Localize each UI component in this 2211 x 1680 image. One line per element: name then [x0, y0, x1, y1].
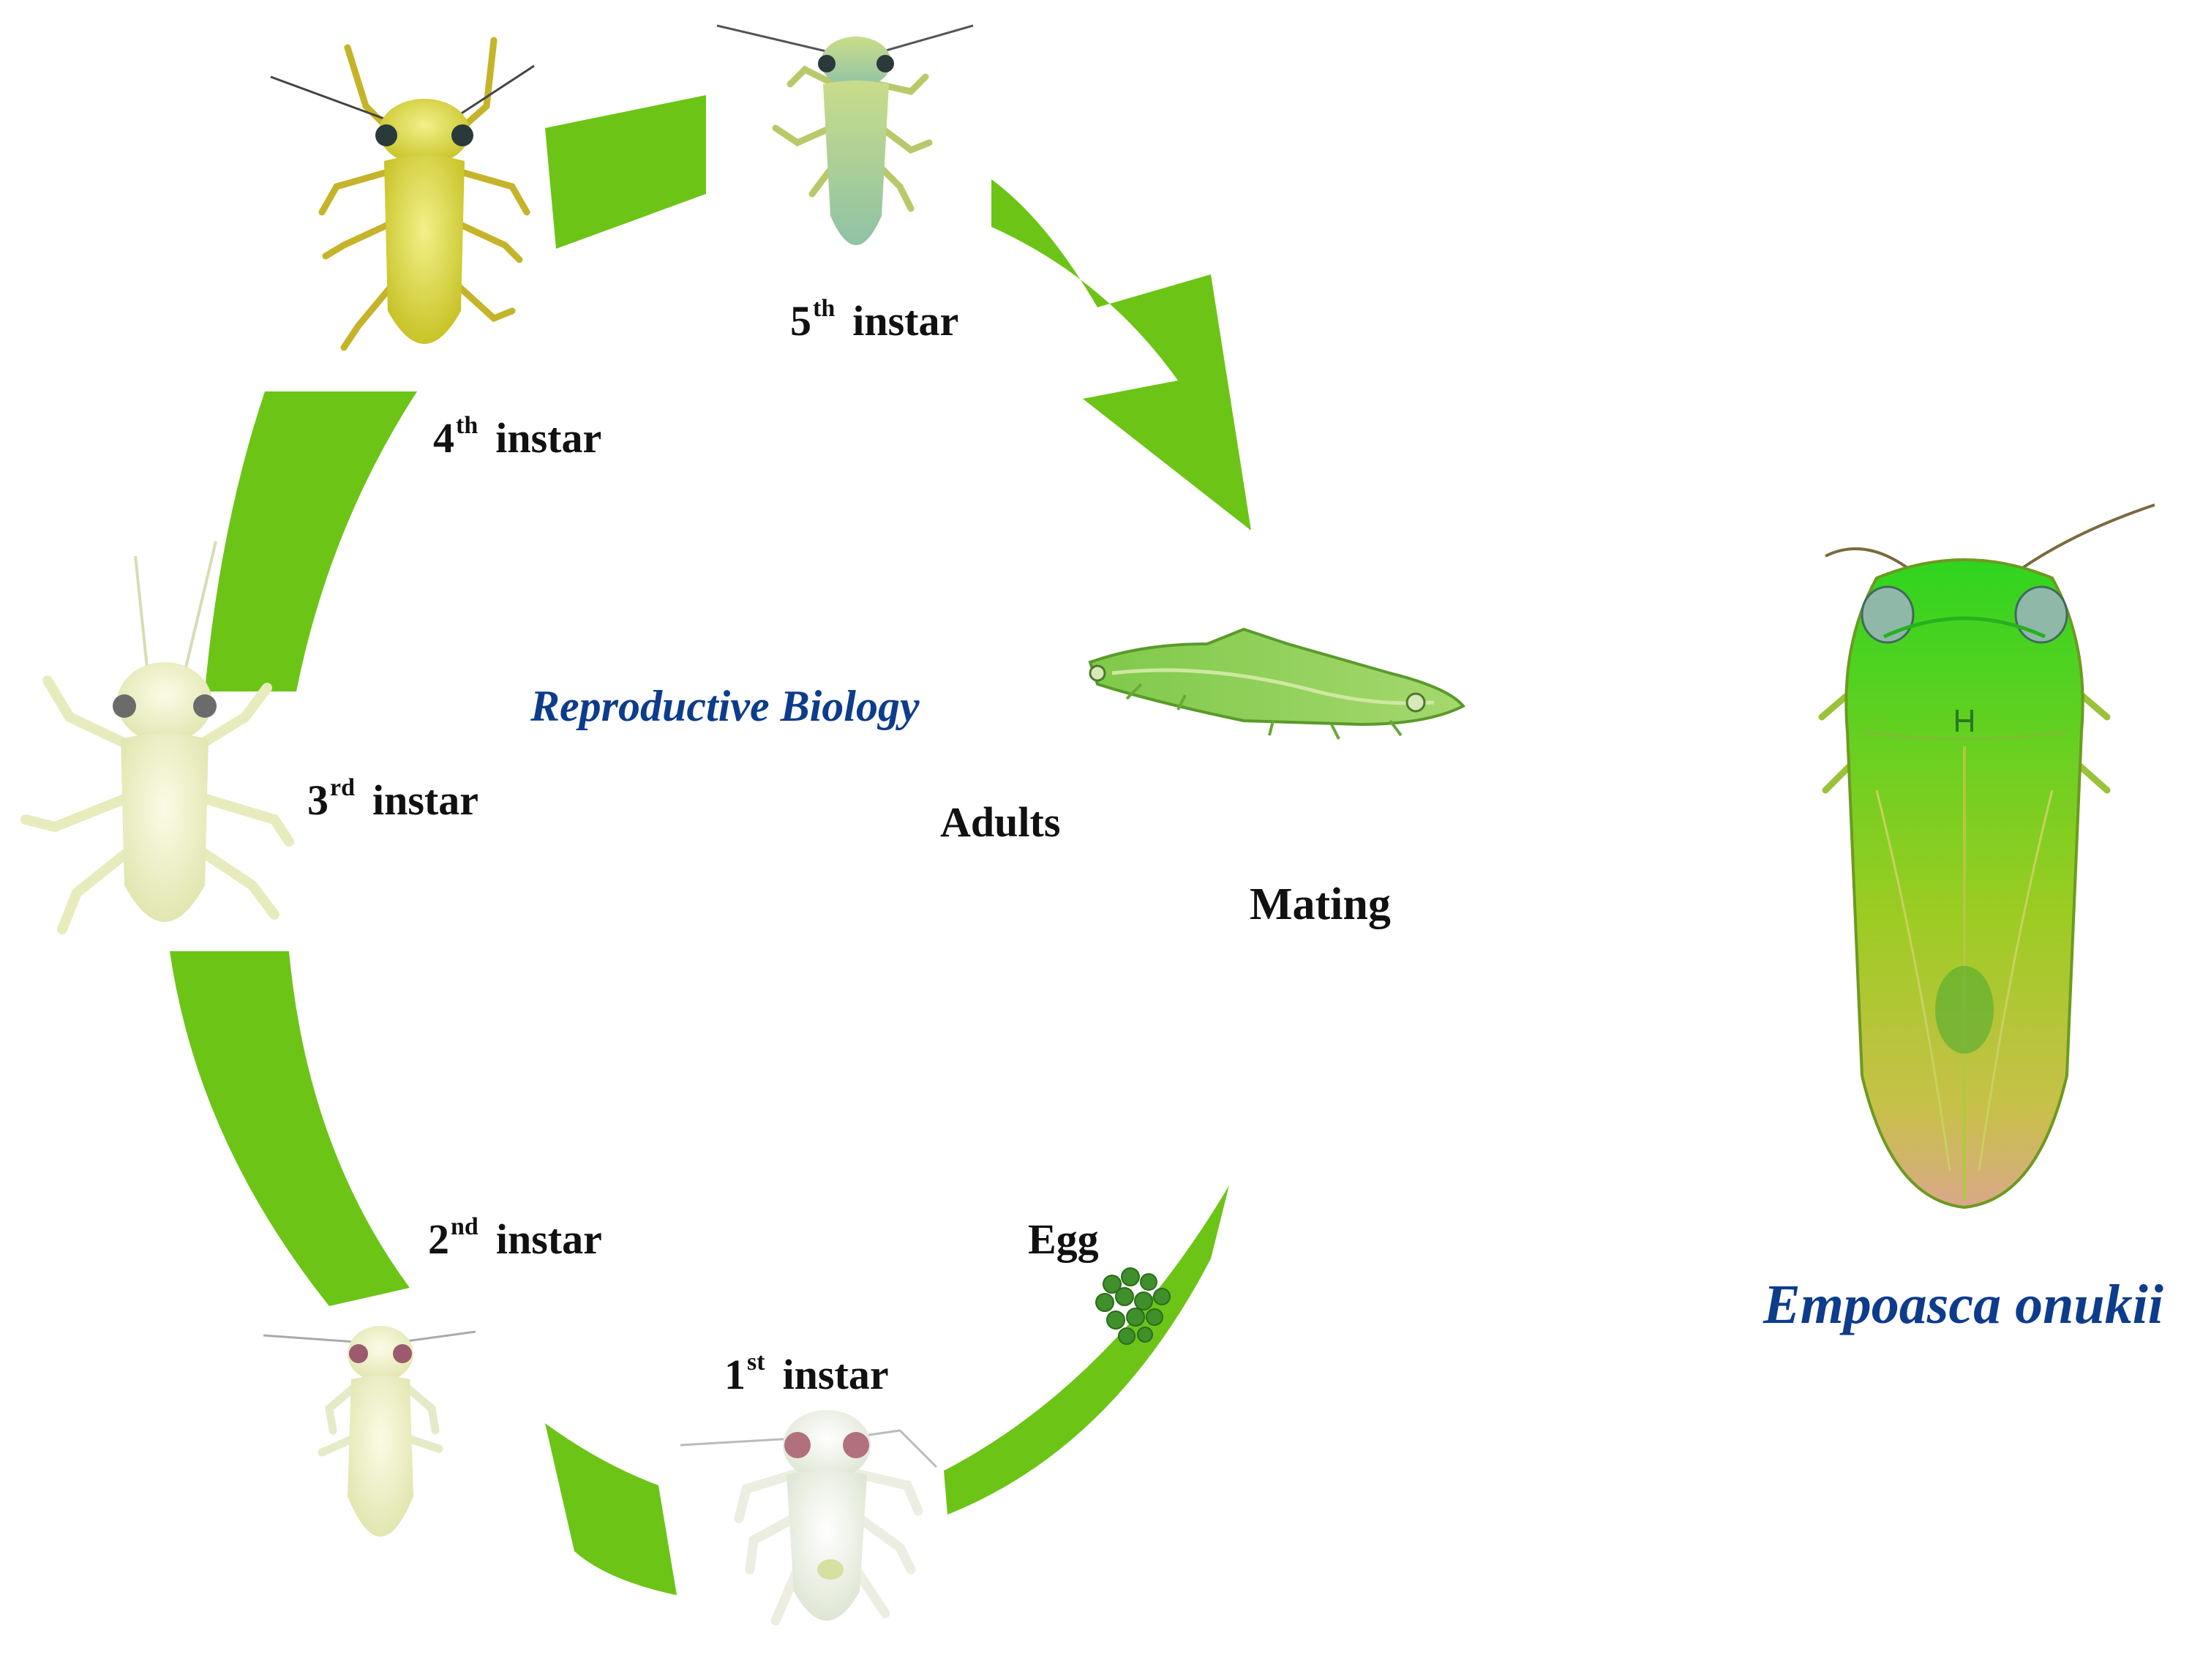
nymph-5th-instar: [716, 24, 974, 245]
arc-segment-bottom: [545, 1423, 677, 1595]
label-4th-instar-number: 4: [433, 414, 454, 462]
nymph-2nd-instar: [263, 1326, 476, 1537]
label-5th-instar-number: 5: [790, 297, 811, 345]
label-1st-instar-number: 1: [724, 1351, 746, 1398]
label-3rd-instar-number: 3: [307, 776, 329, 824]
label-1st-instar-suffix: st: [747, 1349, 765, 1376]
arc-segment-left-upper: [205, 391, 417, 691]
cycle-arcs: [170, 95, 1251, 1595]
nymph-4th-instar: [270, 37, 535, 351]
arc-segment-bottom-right: [944, 1185, 1229, 1515]
label-2nd-instar-number: 2: [428, 1215, 449, 1263]
label-2nd-instar-suffix: nd: [451, 1213, 478, 1240]
label-3rd-instar-suffix: rd: [330, 774, 355, 801]
label-5th-instar-suffix: th: [813, 295, 836, 322]
label-4th-instar-word: instar: [495, 414, 602, 462]
label-5th-instar: 5th instar: [790, 296, 958, 342]
label-2nd-instar-word: instar: [495, 1215, 602, 1263]
arc-arrow-segment: [991, 179, 1251, 530]
label-3rd-instar-word: instar: [372, 776, 478, 824]
egg-cluster: [1095, 1267, 1171, 1345]
label-egg: Egg: [1028, 1215, 1099, 1263]
adult-empoasca-image: [1818, 503, 2155, 1210]
label-mating: Mating: [1250, 880, 1391, 929]
label-adults: Adults: [940, 798, 1061, 846]
label-1st-instar: 1st instar: [724, 1350, 889, 1396]
arc-segment-top: [545, 95, 706, 249]
label-4th-instar-suffix: th: [456, 412, 478, 439]
nymph-1st-instar: [680, 1410, 938, 1626]
species-name: Empoasca onukii: [1763, 1274, 2163, 1335]
nymph-3rd-instar: [20, 541, 294, 934]
center-title: Reproductive Biology: [530, 682, 920, 730]
label-4th-instar: 4th instar: [433, 413, 601, 460]
label-3rd-instar: 3rd instar: [307, 776, 478, 822]
arc-segment-left-lower: [170, 951, 410, 1306]
label-1st-instar-word: instar: [782, 1351, 889, 1398]
mating-adults-image: [1088, 627, 1466, 740]
label-5th-instar-word: instar: [852, 297, 959, 345]
label-2nd-instar: 2nd instar: [428, 1215, 602, 1261]
